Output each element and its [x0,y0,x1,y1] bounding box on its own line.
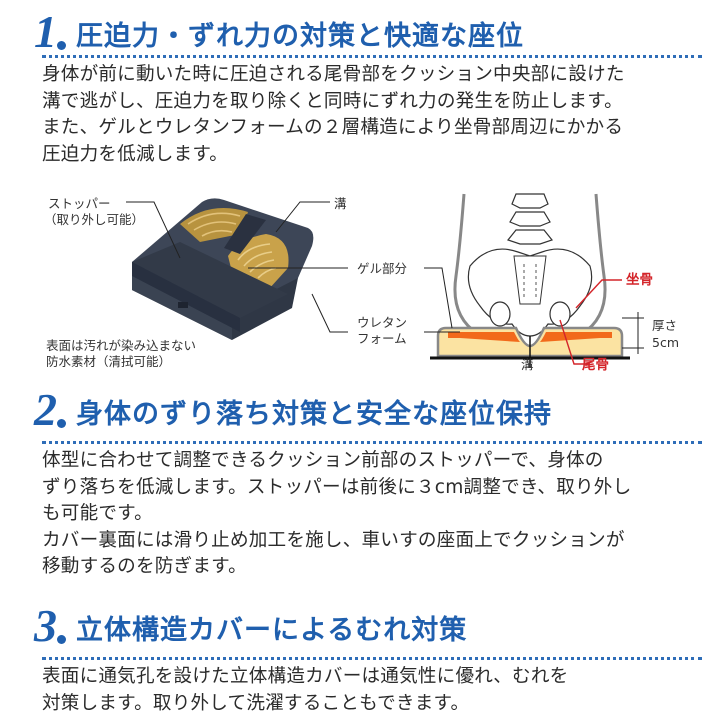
section-1-heading: 1 圧迫力・ずれ力の対策と快適な座位 [34,6,524,57]
section-1-body: 身体が前に動いた時に圧迫される尾骨部をクッション中央部に設けた 溝で逃がし、圧迫… [42,62,702,168]
label-surface-2: 防水素材（清拭可能） [46,354,172,369]
pelvis-illustration [430,193,630,368]
label-groove: 溝 [334,196,347,211]
body-line: 体型に合わせて調整できるクッション前部のストッパーで、身体の [42,450,604,471]
body-line: 表面に通気孔を設けた立体構造カバーは通気性に優れ、むれを [42,666,569,687]
section-number: 3 [34,600,57,651]
label-thickness-1: 厚さ [652,318,678,333]
number-dot [57,41,66,50]
body-line: カバー裏面には滑り止め加工を施し、車いすの座面上でクッションが [42,529,625,551]
body-line: 身体が前に動いた時に圧迫される尾骨部をクッション中央部に設けた [42,64,625,85]
section-3-heading: 3 立体構造カバーによるむれ対策 [34,600,468,651]
label-surface-1: 表面は汚れが染み込まない [46,338,197,353]
section-number: 2 [34,384,57,435]
section-divider [42,441,702,444]
number-dot [57,419,66,428]
body-line: また、ゲルとウレタンフォームの２層構造により坐骨部周辺にかかる [42,117,624,138]
section-title: 立体構造カバーによるむれ対策 [76,615,468,646]
label-urethane-1: ウレタン [357,315,408,330]
body-line: 対策します。取り外して洗濯することもできます。 [42,692,470,714]
label-urethane-2: フォーム [357,331,407,346]
section-title: 身体のずり落ち対策と安全な座位保持 [76,399,552,430]
section-divider [42,657,702,660]
body-line: 移動するのを防ぎます。 [42,556,247,577]
section-3-body: 表面に通気孔を設けた立体構造カバーは通気性に優れ、むれを 対策します。取り外して… [42,664,702,717]
product-leader-lines [126,201,348,333]
body-line: も可能です。 [42,503,153,524]
label-coccyx: 尾骨 [582,357,609,373]
cushion-illustration [132,198,314,340]
section-2-body: 体型に合わせて調整できるクッション前部のストッパーで、身体の ずり落ちを低減しま… [42,448,702,581]
label-stopper-note: （取り外し可能） [44,212,145,227]
body-line: 溝で逃がし、圧迫力を取り除くと同時にずれ力の発生を防止します。 [42,90,623,112]
number-dot [57,635,66,644]
label-groove-cross: 溝 [521,357,534,372]
section-divider [42,55,702,58]
label-stopper: ストッパー [48,196,111,211]
label-thickness-2: 5cm [652,335,680,350]
section-number: 1 [34,6,57,57]
cross-section-leader-lines [424,267,644,365]
section-2-heading: 2 身体のずり落ち対策と安全な座位保持 [34,384,552,435]
body-line: ずり落ちを低減します。ストッパーは前後に３cm調整でき、取り外し [42,476,632,498]
body-line: 圧迫力を低減します。 [42,143,229,165]
section-title: 圧迫力・ずれ力の対策と快適な座位 [76,21,524,52]
label-gel: ゲル部分 [357,261,408,276]
label-ischium: 坐骨 [626,272,653,288]
